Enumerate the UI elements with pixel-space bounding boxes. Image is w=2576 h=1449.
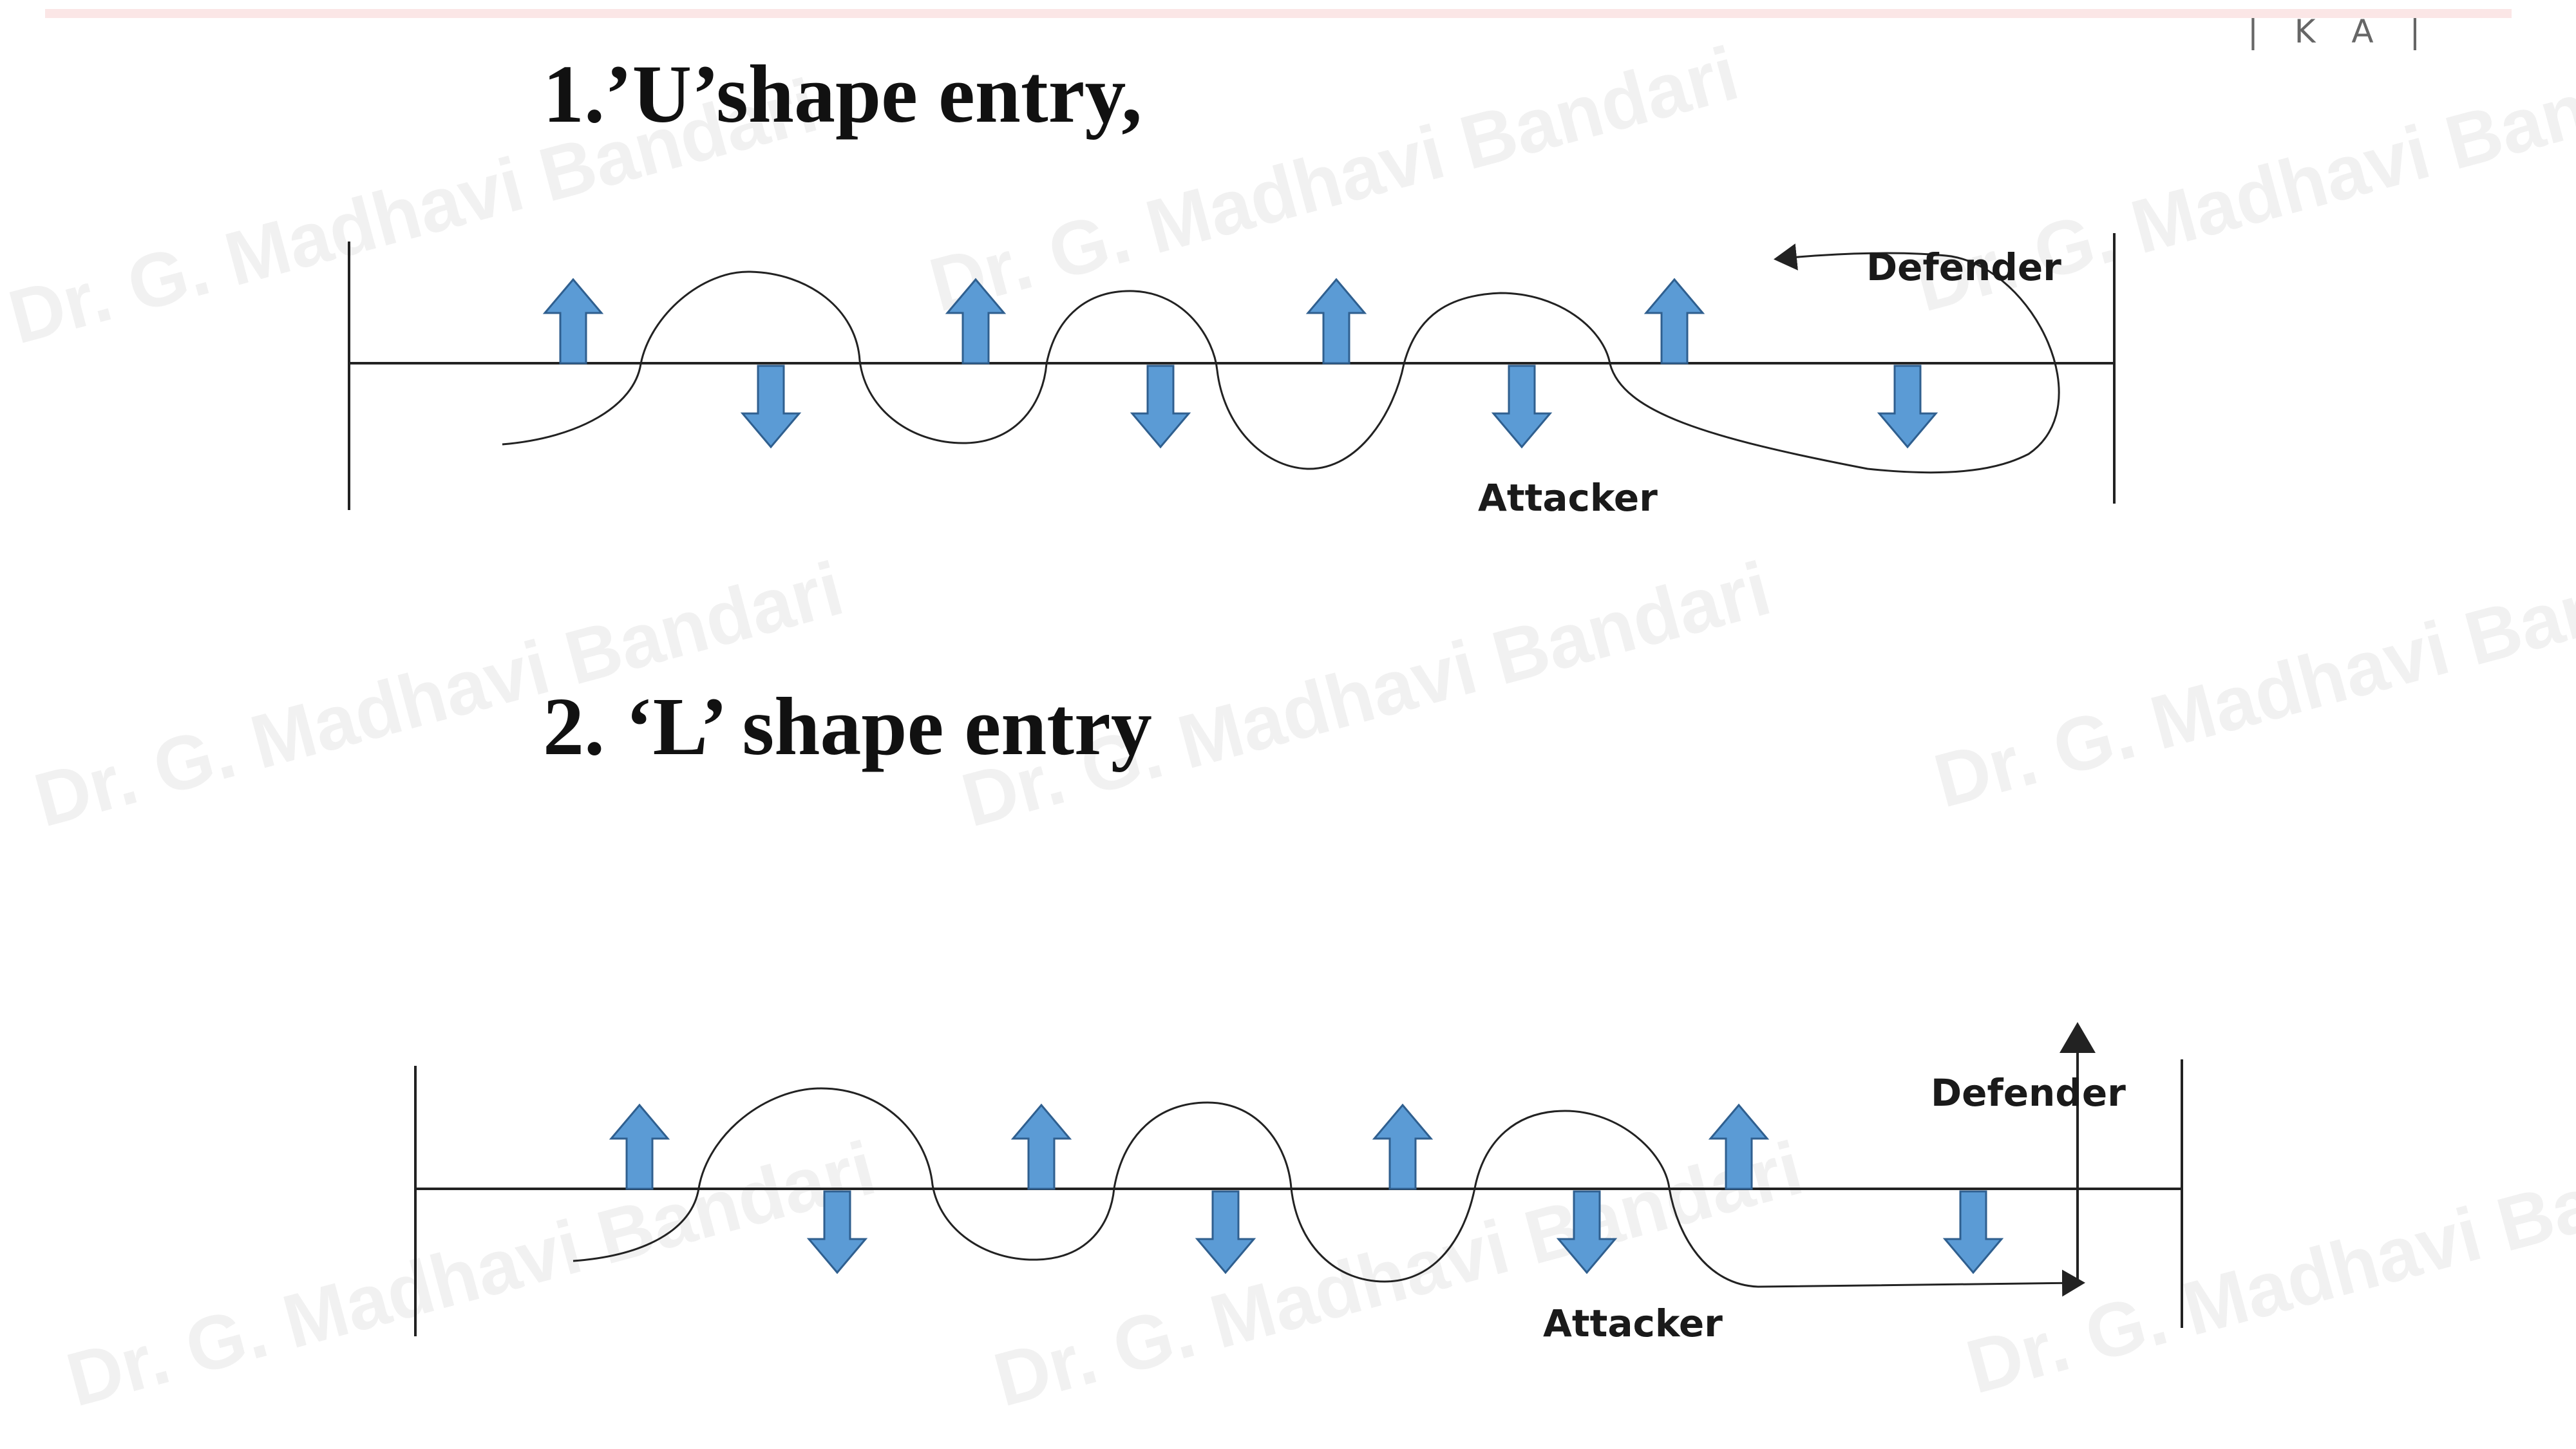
top-rule	[45, 9, 2512, 18]
up-arrow-icon	[1643, 278, 1705, 365]
attacker-path	[502, 243, 2060, 474]
attacker-label: Attacker	[1478, 476, 1658, 520]
down-arrow-icon	[1877, 365, 1938, 449]
diagram-1-title: 1.’U’shape entry,	[543, 48, 1142, 140]
down-arrow-icon	[1942, 1190, 2004, 1274]
up-arrow-icon	[1708, 1103, 1770, 1190]
down-arrow-icon	[1556, 1190, 1618, 1274]
attacker-path	[573, 1087, 2085, 1297]
up-arrow-icon	[542, 278, 604, 365]
defender-label: Defender	[1866, 245, 2061, 289]
down-arrow-icon	[1491, 365, 1553, 449]
attacker-label: Attacker	[1543, 1302, 1723, 1345]
up-arrow-icon	[1372, 1103, 1434, 1190]
up-arrow-icon	[1010, 1103, 1072, 1190]
diagram-2-title: 2. ‘L’ shape entry	[543, 681, 1152, 772]
diagram-1	[348, 233, 2116, 510]
up-arrow-icon	[609, 1103, 670, 1190]
up-arrow-icon	[1305, 278, 1367, 365]
defender-label: Defender	[1931, 1071, 2126, 1115]
up-arrow-icon	[945, 278, 1007, 365]
down-arrow-icon	[806, 1190, 868, 1274]
down-arrow-icon	[1130, 365, 1191, 449]
down-arrow-icon	[740, 365, 802, 449]
down-arrow-icon	[1195, 1190, 1256, 1274]
page-mark: | K A |	[2248, 13, 2434, 50]
diagram-2	[414, 1022, 2183, 1336]
arrow-group	[609, 1103, 2004, 1274]
arrow-group	[542, 278, 1938, 449]
